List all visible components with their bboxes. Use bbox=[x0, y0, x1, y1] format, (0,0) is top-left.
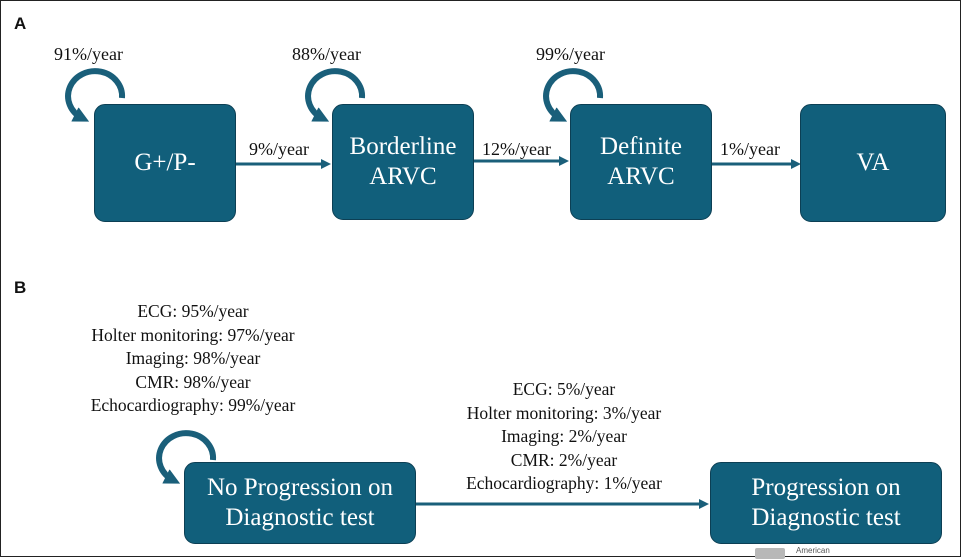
self-loop-label-borderline: 88%/year bbox=[292, 44, 361, 64]
self-loop-no-progression bbox=[156, 430, 217, 484]
publisher-logo-text: American bbox=[796, 546, 830, 555]
self-loop-borderline bbox=[305, 68, 366, 122]
transition-rate-holter: Holter monitoring: 3%/year bbox=[466, 402, 662, 423]
transition-rate-ecg: ECG: 5%/year bbox=[512, 379, 616, 399]
publisher-logo-icon bbox=[755, 548, 785, 559]
self-loop-definite bbox=[543, 68, 604, 122]
transition-label-definite-va: 1%/year bbox=[720, 139, 780, 159]
transition-rate-cmr: CMR: 2%/year bbox=[510, 449, 618, 470]
self-loop-label-definite: 99%/year bbox=[536, 44, 605, 64]
panel-letter-a: A bbox=[14, 14, 27, 33]
transition-rates-list: ECG: 5%/year Holter monitoring: 3%/year … bbox=[434, 378, 694, 496]
transition-label-gp-borderline: 9%/year bbox=[249, 139, 309, 159]
self-loop-rate-imaging: Imaging: 98%/year bbox=[125, 348, 261, 368]
panel-letter-b: B bbox=[14, 278, 27, 297]
self-loop-rates-list: ECG: 95%/year Holter monitoring: 97%/yea… bbox=[62, 300, 324, 418]
self-loop-gp bbox=[65, 68, 126, 122]
node-gp: G+/P- bbox=[94, 104, 236, 222]
self-loop-label-gp: 91%/year bbox=[54, 44, 123, 64]
transition-rate-echo: Echocardiography: 1%/year bbox=[466, 473, 662, 493]
self-loop-rate-echo: Echocardiography: 99%/year bbox=[90, 395, 296, 415]
node-definite-arvc: Definite ARVC bbox=[570, 104, 712, 220]
transition-label-borderline-definite: 12%/year bbox=[482, 139, 551, 159]
node-borderline-arvc: Borderline ARVC bbox=[332, 104, 474, 220]
self-loop-rate-cmr: CMR: 98%/year bbox=[135, 371, 251, 392]
transition-rate-imaging: Imaging: 2%/year bbox=[501, 426, 627, 446]
node-progression: Progression on Diagnostic test bbox=[710, 462, 942, 544]
node-va: VA bbox=[800, 104, 946, 222]
node-no-progression: No Progression on Diagnostic test bbox=[184, 462, 416, 544]
self-loop-rate-ecg: ECG: 95%/year bbox=[137, 301, 249, 321]
self-loop-rate-holter: Holter monitoring: 97%/year bbox=[91, 324, 295, 345]
